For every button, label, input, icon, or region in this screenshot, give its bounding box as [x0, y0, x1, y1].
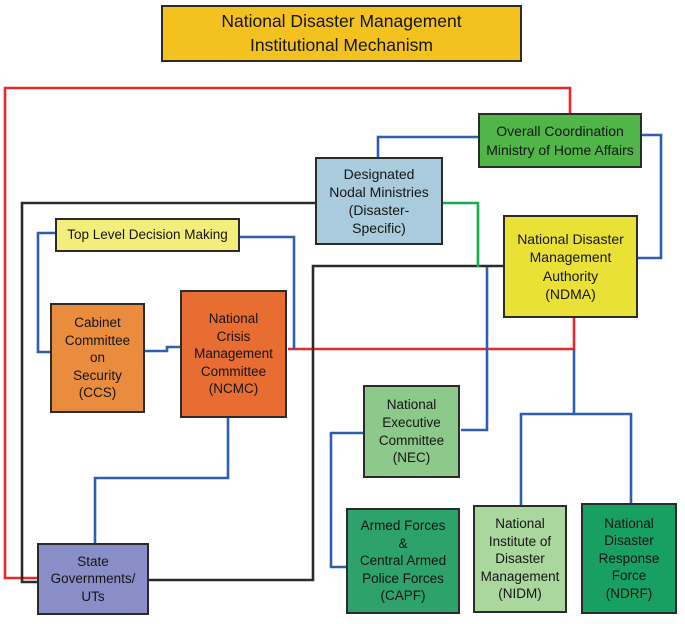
ndma-to-ndrf-blue: [574, 412, 633, 504]
node-state-governments-uts: State Governments/ UTs: [37, 543, 149, 615]
node-capf: Armed Forces & Central Armed Police Forc…: [346, 508, 460, 614]
overall-to-state-red: [3, 86, 572, 580]
node-ndma: National Disaster Management Authority (…: [503, 215, 638, 318]
node-nidm: National Institute of Disaster Managemen…: [473, 505, 567, 613]
node-nec: National Executive Committee (NEC): [363, 385, 460, 478]
ndma-to-nidm-blue: [519, 349, 576, 506]
node-ccs: Cabinet Committee on Security (CCS): [50, 303, 145, 413]
ccs-to-ncmc-blue: [144, 345, 181, 353]
nec-to-capf-blue: [329, 431, 364, 569]
state-to-ndma-black: [148, 264, 504, 582]
node-ndrf: National Disaster Response Force (NDRF): [581, 503, 677, 614]
ncmc-to-state-blue: [93, 417, 230, 544]
toplevel-to-ncmc-blue: [239, 235, 296, 349]
node-top-level-decision-making: Top Level Decision Making: [55, 218, 240, 252]
designated-to-overall-blue: [376, 135, 479, 158]
designated-to-ndma-green: [442, 201, 480, 267]
node-designated-nodal-ministries: Designated Nodal Ministries (Disaster- S…: [315, 157, 443, 245]
node-overall-coordination-mha: Overall Coordination Ministry of Home Af…: [478, 113, 642, 168]
toplevel-to-ccs-blue: [36, 231, 56, 354]
designated-to-state-black: [20, 201, 316, 584]
node-ncmc: National Crisis Management Committee (NC…: [180, 290, 287, 418]
overall-to-ndma-blue: [637, 133, 663, 260]
ndma-to-ncmc-red: [288, 317, 576, 351]
ndma-to-nec-blue: [461, 267, 489, 432]
node-diagram-title: National Disaster Management Institution…: [161, 5, 522, 62]
